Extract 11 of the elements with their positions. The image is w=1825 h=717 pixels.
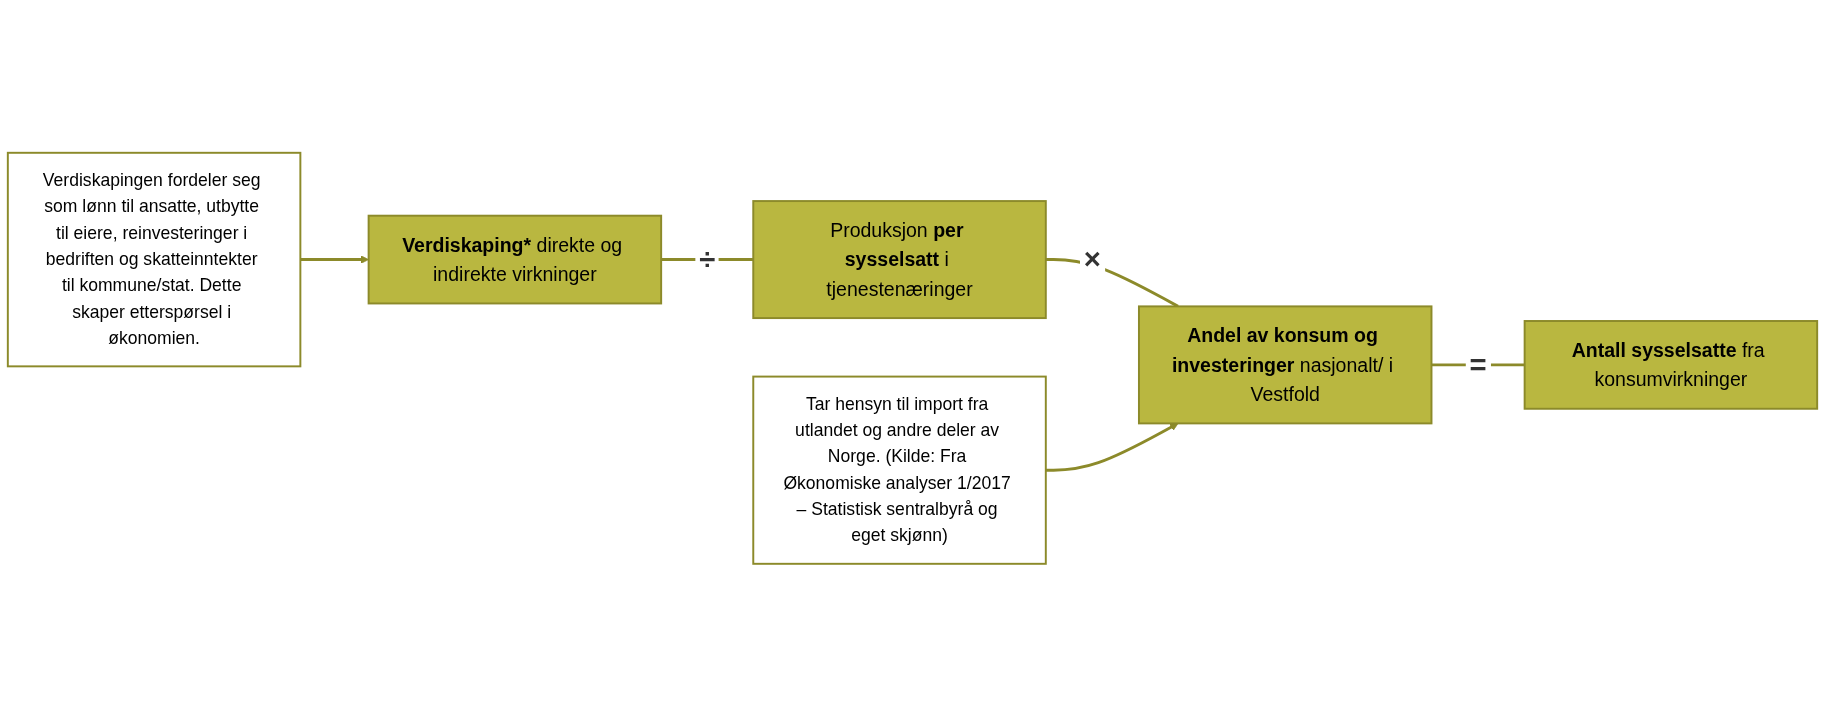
node-box: Produksjon per sysselsatt i tjenestenæringer (752, 200, 1047, 320)
arrow (1045, 423, 1179, 472)
edge-label: = (1469, 348, 1487, 381)
edge-label: × (1083, 243, 1101, 276)
node-box: Verdiskapingen fordeler seg som lønn til ansatte, utbytte til eiere, reinvesteringer i bedriften og skatteinntekter til kommune/stat. Dette skaper etterspørsel i økonomien. (6, 152, 302, 368)
node-box: Antall sysselsatte fra konsumvirkninger (1523, 320, 1819, 410)
node-box: Verdiskaping* direkte og indirekte virkninger (367, 214, 663, 305)
edge-label: ÷ (699, 243, 716, 276)
node-box: Andel av konsum og investeringer nasjonalt/ i Vestfold (1137, 305, 1433, 425)
node-box: Tar hensyn til import fra utlandet og andre deler av Norge. (Kilde: Fra Økonomiske analyser 1/2017 – Statistisk sentralbyrå og eget skjønn) (752, 375, 1047, 565)
arrow (300, 255, 369, 265)
